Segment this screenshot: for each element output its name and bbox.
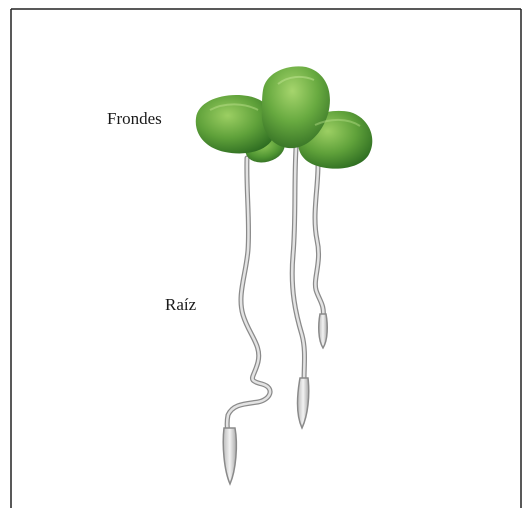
root-left xyxy=(227,158,270,440)
root-tip-left xyxy=(223,428,236,484)
label-frondes: Frondes xyxy=(107,109,162,129)
root-right xyxy=(315,165,323,318)
root-tips xyxy=(223,314,327,484)
root-middle xyxy=(292,148,304,382)
root-tip-right xyxy=(319,314,327,348)
root-tip-middle xyxy=(298,378,309,428)
fronds xyxy=(196,66,373,168)
label-raiz: Raíz xyxy=(165,295,196,315)
